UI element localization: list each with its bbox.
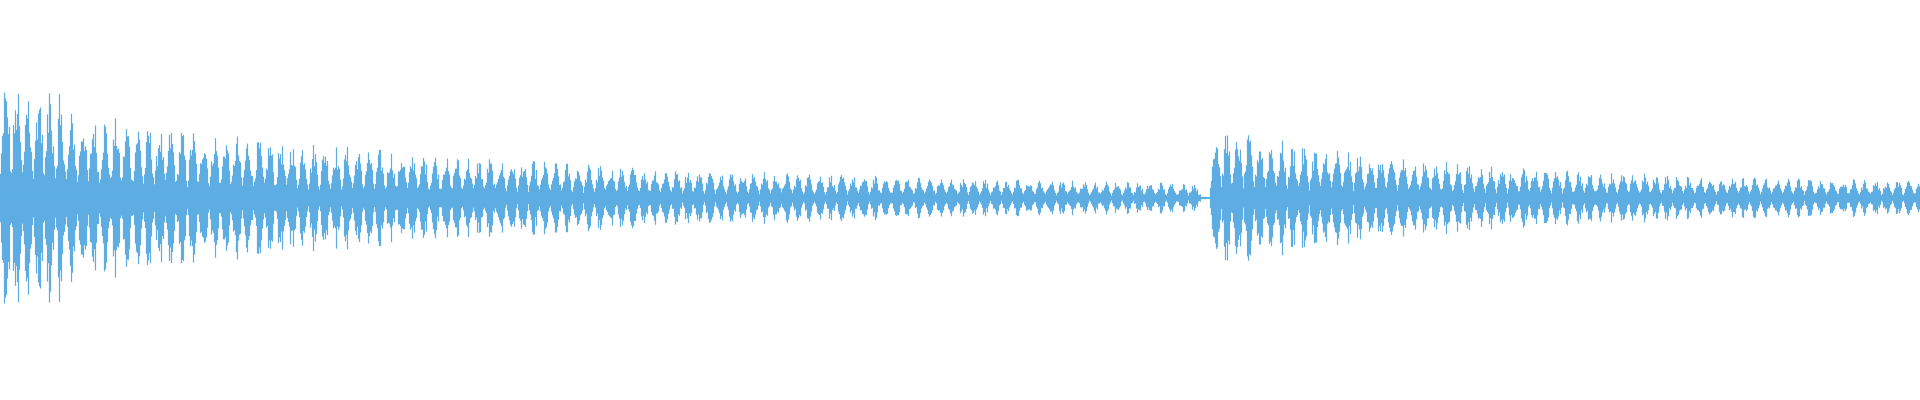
waveform-bars bbox=[0, 92, 1920, 304]
